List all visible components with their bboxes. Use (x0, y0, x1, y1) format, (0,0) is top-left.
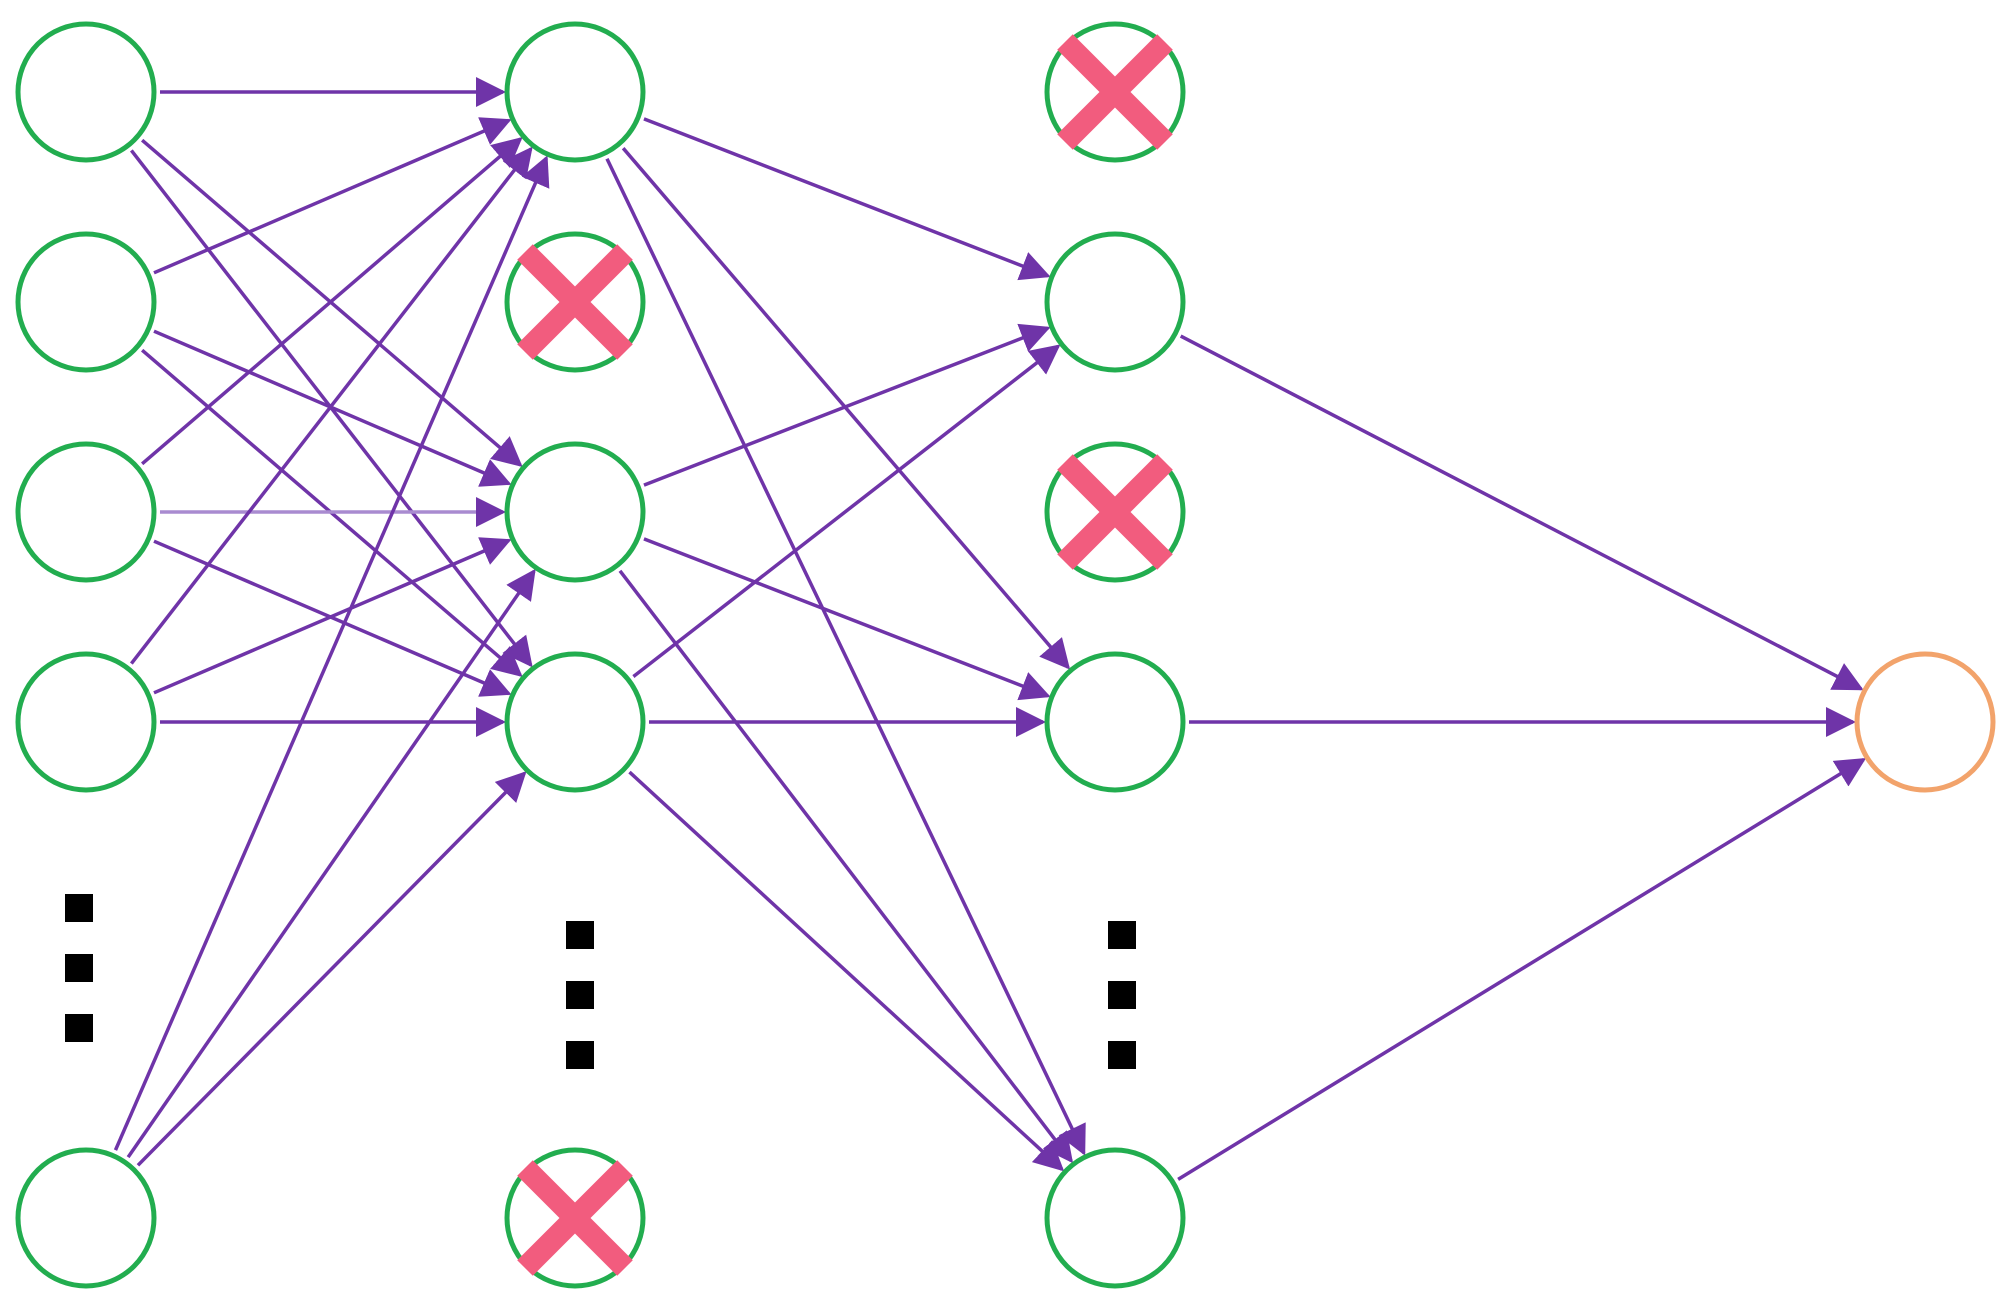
neuron-circle (15, 231, 157, 373)
neuron-i3 (15, 441, 157, 583)
edge-i4-h3 (153, 537, 512, 695)
edge-i5-h3 (126, 568, 536, 1159)
neuron-circle (15, 651, 157, 793)
dropped-neuron-g3 (1044, 441, 1186, 583)
ellipsis-dot (65, 1014, 93, 1042)
vertical-ellipsis-icon (65, 894, 93, 1042)
neuron-circle (504, 21, 646, 163)
neuron-circle (15, 441, 157, 583)
neuron-g5 (1044, 1147, 1186, 1289)
vertical-ellipsis-icon (1108, 921, 1136, 1069)
vertical-ellipsis-icon (566, 921, 594, 1069)
connections (113, 77, 1867, 1181)
neuron-circle (1044, 231, 1186, 373)
neuron-g4 (1044, 651, 1186, 793)
edge-h1-g5 (605, 157, 1086, 1156)
edge-h3-g5 (618, 569, 1074, 1164)
edge-h3-g4 (643, 537, 1051, 701)
ellipsis-dot (566, 921, 594, 949)
neuron-h4 (504, 651, 646, 793)
cross-stroke (1057, 454, 1173, 570)
neuron-circle (1044, 651, 1186, 793)
dropped-neuron-h5 (504, 1147, 646, 1289)
ellipsis-markers (65, 894, 1136, 1069)
neuron-g2 (1044, 231, 1186, 373)
ellipsis-dot (566, 981, 594, 1009)
neuron-h1 (504, 21, 646, 163)
neuron-circle (504, 441, 646, 583)
dropout-cross-icon (1057, 454, 1173, 570)
neurons (15, 21, 1996, 1289)
edge-i5-h1 (113, 155, 550, 1151)
dropped-neuron-g1 (1044, 21, 1186, 163)
cross-stroke (517, 1160, 633, 1276)
ellipsis-dot (65, 954, 93, 982)
dropout-cross-icon (1057, 34, 1173, 150)
neuron-circle (15, 21, 157, 163)
dropout-cross-icon (517, 1160, 633, 1276)
dropout-cross-icon (517, 244, 633, 360)
neuron-h3 (504, 441, 646, 583)
edge-i4-h1 (129, 146, 533, 665)
neuron-circle (1044, 1147, 1186, 1289)
edge-i2-h1 (153, 117, 512, 275)
edge-h4-g5 (628, 770, 1065, 1172)
ellipsis-dot (1108, 1041, 1136, 1069)
neuron-i2 (15, 231, 157, 373)
neuron-i4 (15, 651, 157, 793)
ellipsis-dot (1108, 981, 1136, 1009)
edge-g2-o1 (1179, 334, 1864, 691)
edge-h3-g2 (643, 323, 1051, 487)
edge-i5-h4 (136, 771, 527, 1167)
neuron-circle (504, 651, 646, 793)
cross-stroke (1057, 34, 1173, 150)
output-neuron-circle (1854, 651, 1996, 793)
edge-h1-g2 (643, 117, 1051, 281)
ellipsis-dot (65, 894, 93, 922)
neuron-i1 (15, 21, 157, 163)
edge-g5-o1 (1177, 758, 1867, 1181)
edge-i3-h1 (140, 136, 523, 466)
ellipsis-dot (1108, 921, 1136, 949)
edge-h4-g2 (632, 344, 1061, 678)
cross-stroke (517, 244, 633, 360)
neuron-i5 (15, 1147, 157, 1289)
ellipsis-dot (566, 1041, 594, 1069)
neuron-o1 (1854, 651, 1996, 793)
dropped-neuron-h2 (504, 231, 646, 373)
neuron-circle (15, 1147, 157, 1289)
